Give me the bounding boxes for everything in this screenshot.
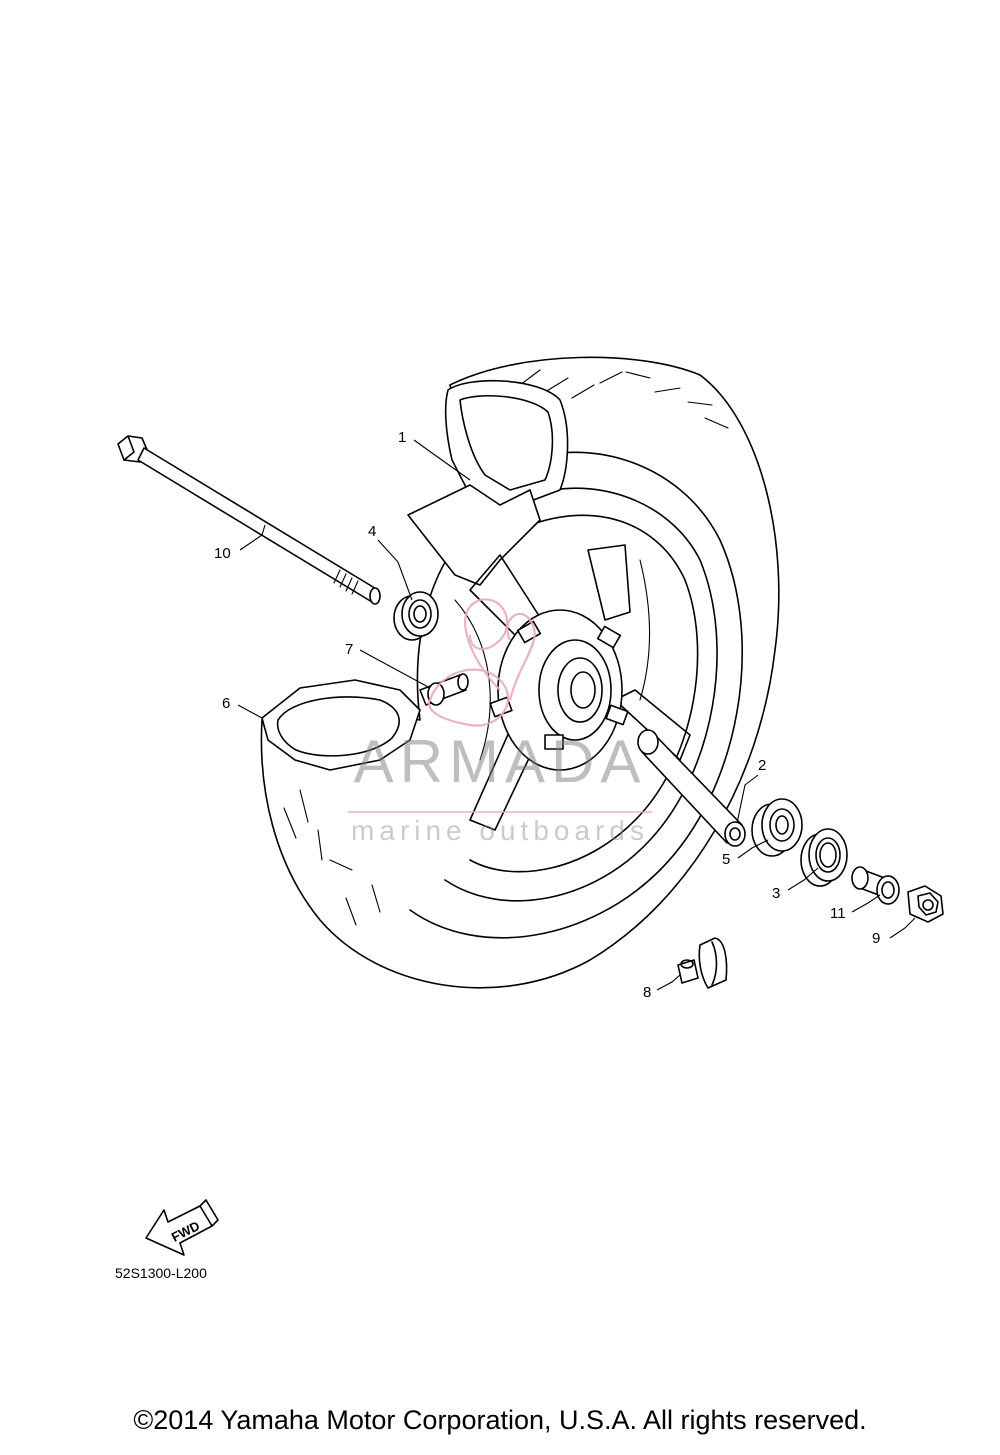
oil-seal (800, 828, 848, 887)
callout-11: 11 (830, 905, 846, 922)
bearing-lower (751, 798, 803, 857)
callout-9: 9 (872, 930, 880, 947)
armada-logo-icon (427, 598, 536, 727)
wheel-rim (454, 544, 691, 831)
callout-4: 4 (368, 523, 376, 540)
axle-shaft (117, 435, 381, 605)
callout-5: 5 (722, 851, 730, 868)
tire-valve (677, 937, 728, 989)
callout-7: 7 (345, 641, 353, 658)
collar (637, 729, 746, 847)
callout-2: 2 (758, 757, 766, 774)
fwd-arrow: FWD (145, 1199, 219, 1256)
leader-lines (237, 439, 916, 991)
callouts: 1 2 3 4 5 6 7 8 9 10 11 (214, 429, 880, 1001)
watermark-brand: ARMADA (354, 728, 647, 795)
callout-6: 6 (222, 695, 230, 712)
callout-1: 1 (398, 429, 406, 446)
flange-collar (851, 866, 900, 905)
watermark-tagline: marine outboards (351, 815, 649, 846)
callout-3: 3 (772, 885, 780, 902)
bearing-upper (393, 591, 439, 641)
diagram-code: 52S1300-L200 (115, 1265, 207, 1281)
copyright-notice: ©2014 Yamaha Motor Corporation, U.S.A. A… (133, 1405, 867, 1435)
callout-8: 8 (643, 984, 651, 1001)
armada-watermark: ARMADA marine outboards (348, 598, 652, 846)
callout-10: 10 (214, 545, 231, 562)
axle-nut (907, 885, 944, 923)
